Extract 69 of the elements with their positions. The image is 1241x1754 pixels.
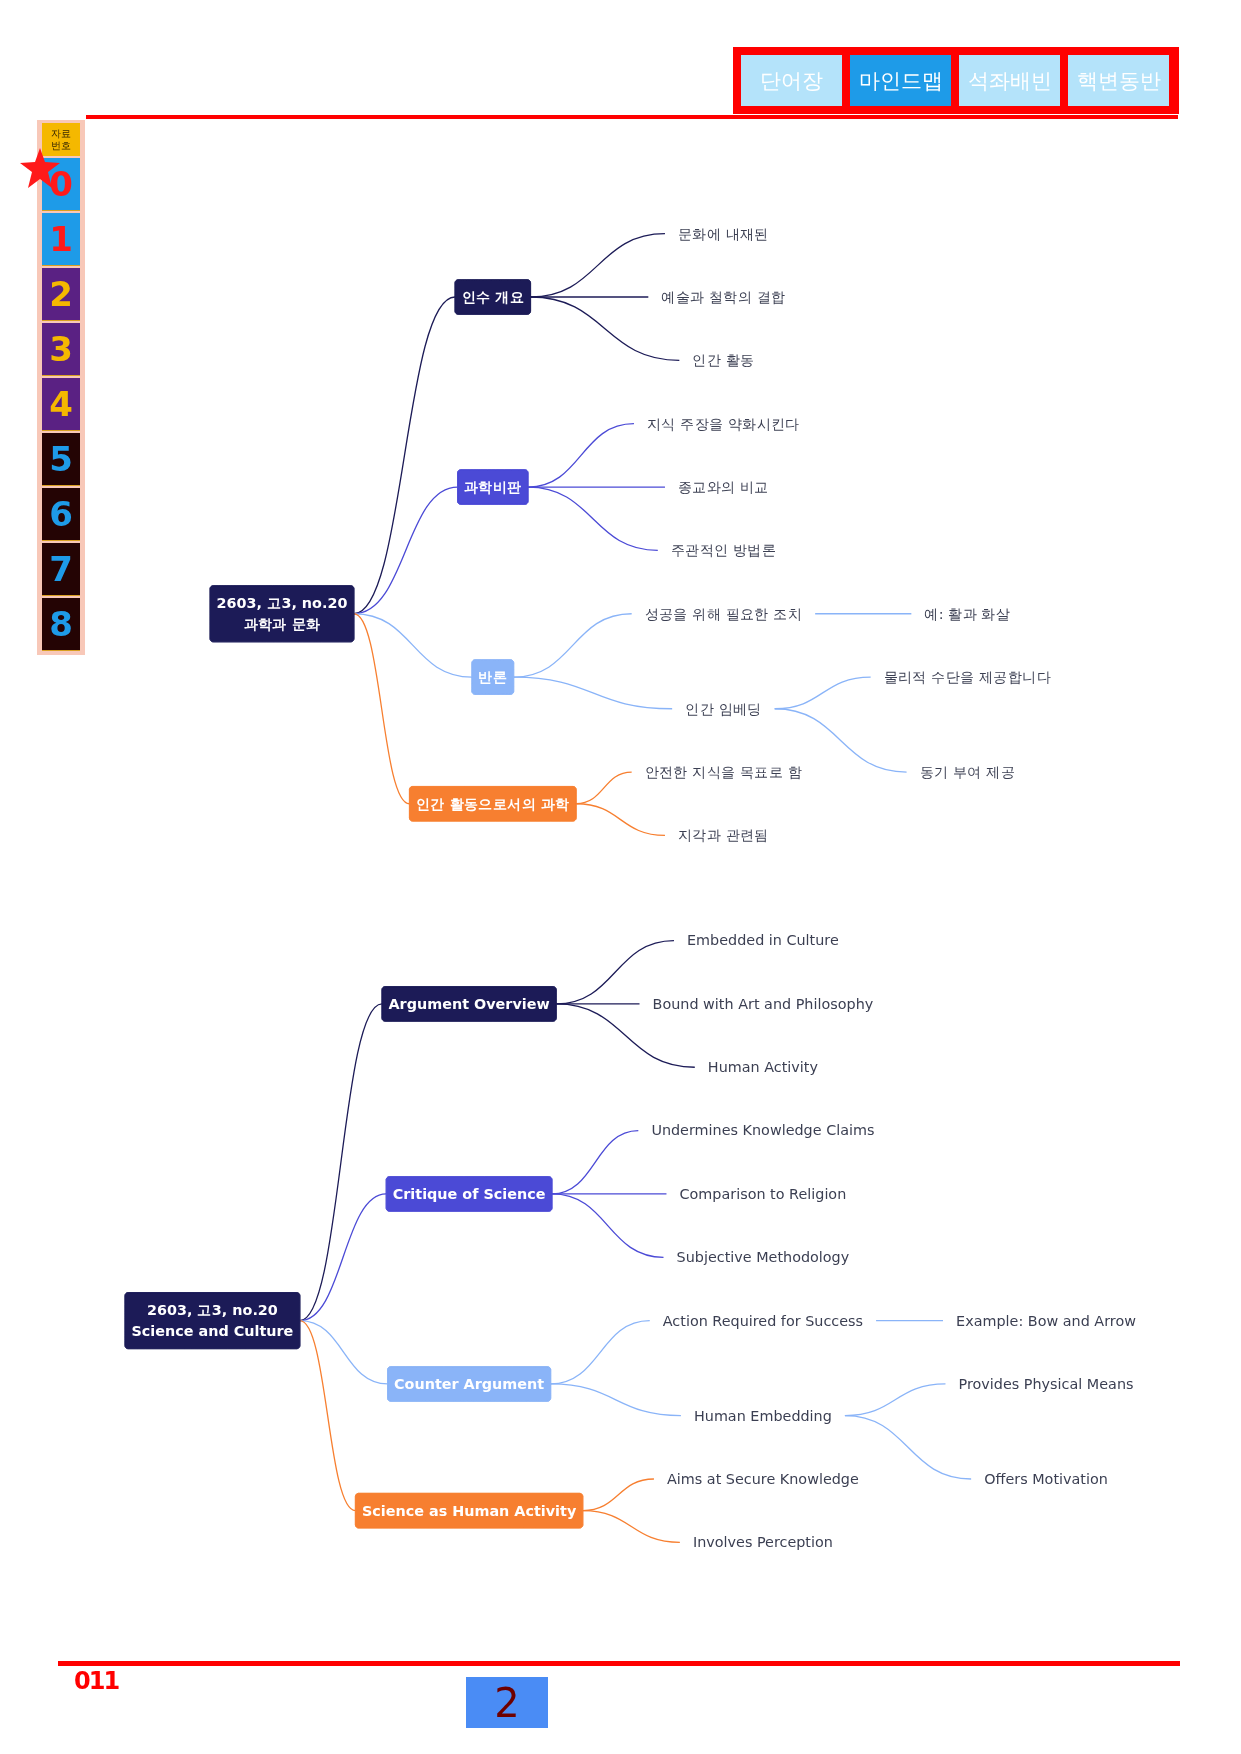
number-tab: 4 xyxy=(42,378,80,431)
subtopic-text: 동기 부여 제공 xyxy=(919,762,1015,783)
branch-topic: 반론 xyxy=(471,659,514,695)
nav-tab: 마인드맵 xyxy=(850,55,951,106)
central-topic: 2603, 고3, no.20 과학과 문화 xyxy=(209,585,355,643)
subtopic-text: 예: 활과 화살 xyxy=(924,604,1011,624)
number-tab: 3 xyxy=(42,323,80,376)
branch-line xyxy=(814,613,912,615)
number-tab: 2 xyxy=(42,268,80,321)
branch-topic: Science as Human Activity xyxy=(355,1493,584,1529)
subtopic-text: 안전한 지식을 목표로 함 xyxy=(644,762,803,783)
subtopic-text: 물리적 수단을 제공합니다 xyxy=(883,667,1051,688)
subtopic-text: 문화에 내재된 xyxy=(678,224,769,244)
subtopic-text: Involves Perception xyxy=(692,1533,833,1553)
branch-line xyxy=(353,613,411,805)
subtopic-text: Human Embedding xyxy=(693,1406,832,1426)
subtopic-text: 주관적인 방법론 xyxy=(670,541,776,561)
branch-line xyxy=(299,1003,383,1322)
branch-line xyxy=(513,676,673,710)
branch-line xyxy=(527,486,666,488)
subtopic-text: 종교와의 비교 xyxy=(678,477,769,498)
sidebar-heading: 자료 번호 xyxy=(42,123,80,156)
subtopic-text: Bound with Art and Philosophy xyxy=(652,994,874,1015)
subtopic-text: Undermines Knowledge Claims xyxy=(651,1121,875,1141)
subtopic-text: Aims at Secure Knowledge xyxy=(667,1469,859,1490)
branch-line xyxy=(844,1414,972,1480)
branch-line xyxy=(550,1383,682,1417)
branch-line xyxy=(875,1319,944,1322)
page-number: 2 xyxy=(466,1677,548,1728)
subtopic-text: Embedded in Culture xyxy=(687,931,839,951)
branch-line xyxy=(555,1003,696,1068)
subtopic-text: 인간 활동 xyxy=(692,351,755,371)
branch-topic: 인간 활동으로서의 과학 xyxy=(409,786,577,822)
subtopic-text: Provides Physical Means xyxy=(958,1374,1134,1395)
subtopic-text: 지식 주장을 약화시킨다 xyxy=(647,414,800,434)
subtopic-text: 인간 임베딩 xyxy=(685,699,762,719)
subtopic-text: Action Required for Success xyxy=(662,1311,863,1331)
branch-line xyxy=(774,708,908,773)
branch-line xyxy=(353,613,473,678)
page-code: 011 xyxy=(74,1666,120,1696)
branch-line xyxy=(527,486,659,552)
subtopic-text: 지각과 관련됨 xyxy=(678,826,769,846)
branch-topic: Critique of Science xyxy=(385,1176,553,1212)
branch-line xyxy=(582,1510,681,1543)
nav-tab: 핵변동반 xyxy=(1068,55,1169,106)
subtopic-text: 예술과 철학의 결합 xyxy=(661,287,786,308)
branch-line xyxy=(529,296,680,362)
branch-line xyxy=(299,1319,357,1512)
branch-topic: Argument Overview xyxy=(381,986,557,1022)
subtopic-text: Comparison to Religion xyxy=(679,1184,847,1205)
branch-line xyxy=(575,803,666,837)
number-tab: 1 xyxy=(42,213,80,266)
branch-topic: Counter Argument xyxy=(387,1366,551,1402)
number-tab: 7 xyxy=(42,543,80,596)
number-tab: 8 xyxy=(42,598,80,651)
branch-topic: 과학비판 xyxy=(457,469,529,505)
subtopic-text: Subjective Methodology xyxy=(676,1248,850,1268)
nav-tab: 단어장 xyxy=(741,55,842,106)
branch-line xyxy=(551,1193,665,1258)
subtopic-text: 성공을 위해 필요한 조치 xyxy=(644,604,803,624)
central-topic: 2603, 고3, no.20 Science and Culture xyxy=(124,1292,301,1350)
nav-tab: 석좌배빈 xyxy=(959,55,1060,106)
subtopic-text: Offers Motivation xyxy=(984,1469,1108,1490)
branch-line xyxy=(299,1319,389,1385)
subtopic-text: Example: Bow and Arrow xyxy=(956,1311,1136,1331)
branch-topic: 인수 개요 xyxy=(454,279,531,315)
number-tab: 5 xyxy=(42,433,80,486)
subtopic-text: Human Activity xyxy=(707,1058,818,1078)
number-tab: 6 xyxy=(42,488,80,541)
